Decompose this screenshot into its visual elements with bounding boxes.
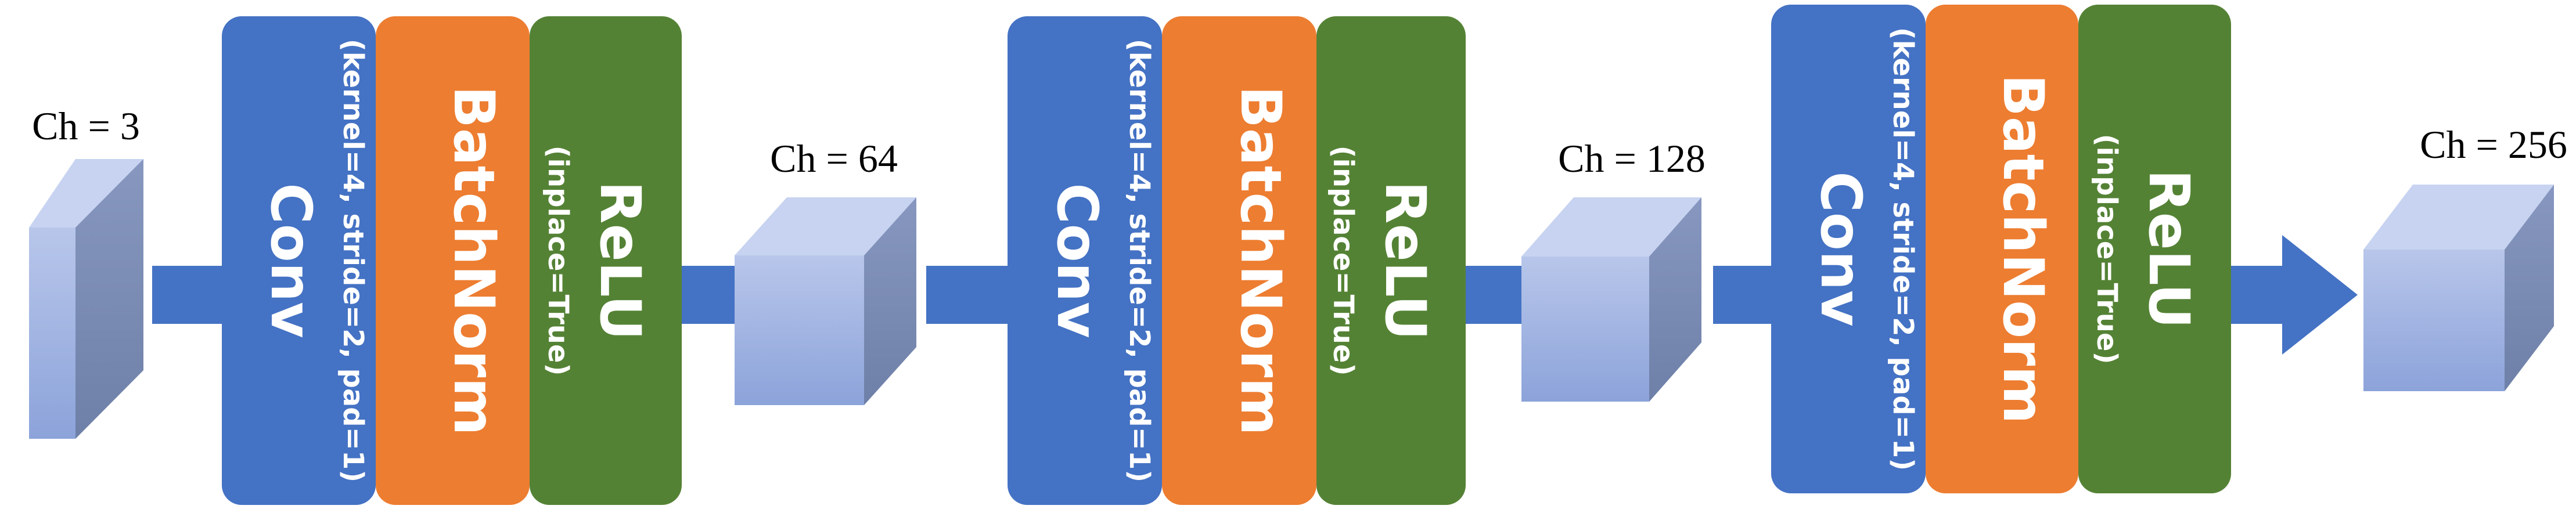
layer-group-2: Conv (kernel=4, stride=2, pad=1) BatchNo… [1008, 16, 1466, 505]
conv-title: Conv [258, 183, 323, 338]
relu-title: ReLU [588, 181, 653, 341]
relu-block [1316, 16, 1466, 505]
connector-relu2-to-cube2 [1463, 266, 1521, 324]
cube-front-face [1521, 257, 1649, 402]
conv-block [222, 16, 376, 505]
connector-cube2-to-conv3 [1713, 266, 1772, 324]
cube-top-face [1521, 197, 1701, 257]
relu-block [2078, 5, 2231, 493]
channel-label-64: Ch = 64 [770, 136, 898, 181]
relu-params: (inplace=True) [542, 146, 574, 376]
feature-map-64 [735, 197, 916, 405]
batchnorm-title: BatchNorm [441, 86, 506, 436]
cube-top-face [2363, 185, 2554, 250]
conv-title: Conv [1808, 171, 1873, 326]
batchnorm-block [1162, 16, 1316, 505]
batchnorm-title: BatchNorm [1228, 86, 1293, 436]
batchnorm-title: BatchNorm [1991, 74, 2056, 424]
layer-group-1: Conv (kernel=4, stride=2, pad=1) BatchNo… [222, 16, 682, 505]
arrow-relu3-to-output [2229, 235, 2358, 355]
relu-title: ReLU [1373, 181, 1438, 341]
connector-cube1-to-conv2 [926, 266, 1008, 324]
layer-group-3: Conv (kernel=4, stride=2, pad=1) BatchNo… [1771, 5, 2231, 493]
feature-map-256 [2363, 185, 2554, 391]
batchnorm-block [376, 16, 530, 505]
connectors [152, 235, 2358, 355]
cube-top-face [29, 159, 143, 228]
conv-params: (kernel=4, stride=2, pad=1) [1887, 27, 1919, 471]
channel-label-256: Ch = 256 [2420, 122, 2567, 167]
feature-map-128 [1521, 197, 1701, 402]
cube-front-face [2363, 250, 2505, 391]
relu-block [530, 16, 682, 505]
feature-map-input [29, 159, 143, 439]
cube-front-face [735, 255, 864, 405]
cube-side-face [864, 197, 916, 405]
connector-relu1-to-cube1 [679, 266, 735, 324]
cube-front-face [29, 228, 75, 439]
conv-block [1008, 16, 1162, 505]
connector-input-to-conv1 [152, 266, 224, 324]
relu-params: (inplace=True) [1327, 146, 1359, 376]
conv-block [1771, 5, 1926, 493]
batchnorm-block [1926, 5, 2078, 493]
conv-title: Conv [1045, 183, 1110, 338]
relu-params: (inplace=True) [2091, 134, 2123, 364]
cube-side-face [2505, 185, 2554, 391]
conv-params: (kernel=4, stride=2, pad=1) [1123, 39, 1156, 482]
cube-side-face [1649, 197, 1701, 402]
channel-label-128: Ch = 128 [1558, 136, 1706, 181]
cube-top-face [735, 197, 916, 255]
channel-label-input: Ch = 3 [32, 104, 140, 148]
cube-side-face [75, 159, 143, 439]
relu-title: ReLU [2136, 169, 2201, 329]
conv-params: (kernel=4, stride=2, pad=1) [337, 39, 369, 482]
